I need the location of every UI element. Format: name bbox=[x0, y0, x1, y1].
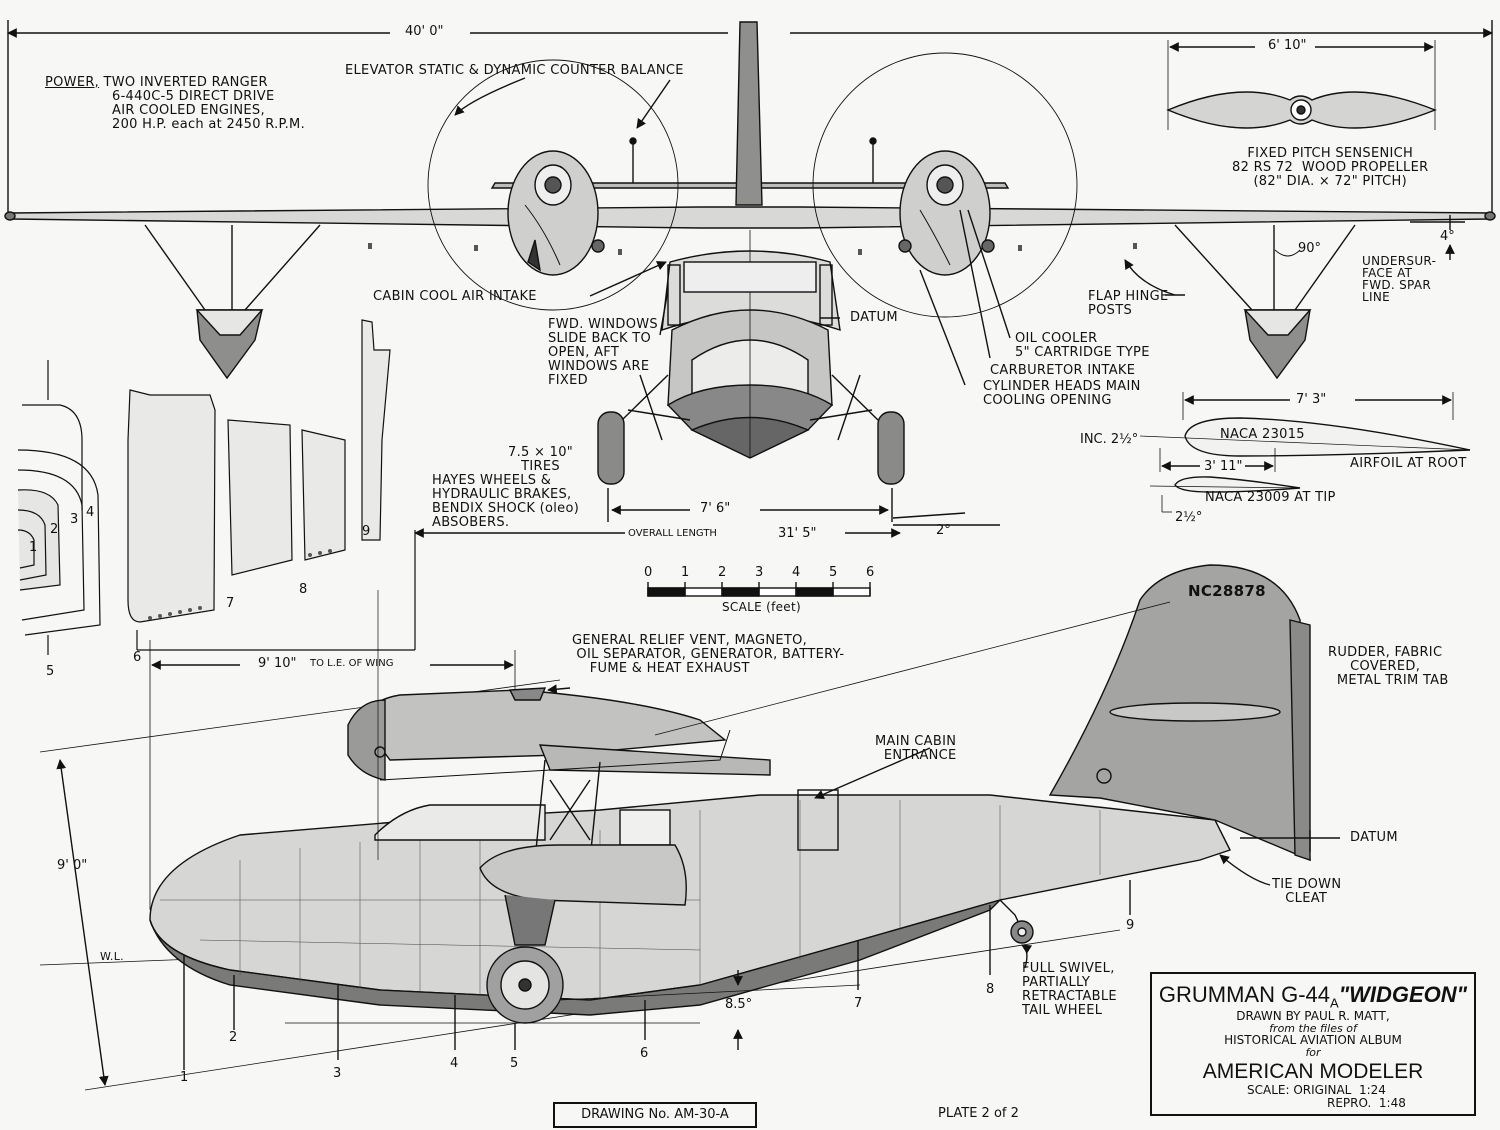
station-number-4: 4 bbox=[450, 1056, 459, 1071]
station-number-1: 1 bbox=[180, 1070, 189, 1085]
power-heading: POWER, bbox=[45, 75, 100, 90]
overall-length-label: OVERALL LENGTH bbox=[628, 528, 717, 539]
plate-number: PLATE 2 of 2 bbox=[938, 1106, 1019, 1121]
station-number-6: 6 bbox=[640, 1046, 649, 1061]
drawn-by: DRAWN BY PAUL R. MATT, bbox=[1236, 1009, 1390, 1024]
title-sub: A bbox=[1330, 995, 1339, 1011]
power-line3: AIR COOLED ENGINES, bbox=[112, 103, 265, 118]
scale-bar-graphic bbox=[647, 582, 871, 597]
station-number-3: 3 bbox=[333, 1066, 342, 1081]
scale-repro: REPRO. 1:48 bbox=[1327, 1096, 1406, 1111]
scale-tick-4: 4 bbox=[792, 565, 801, 580]
tie-down-label: TIE DOWN CLEAT bbox=[1272, 877, 1342, 906]
power-line1: TWO INVERTED RANGER bbox=[99, 75, 268, 90]
scale-label: SCALE (feet) bbox=[722, 600, 801, 614]
hull-cross-sections bbox=[17, 319, 416, 655]
front-datum-label: DATUM bbox=[850, 310, 898, 325]
section-number-7: 7 bbox=[226, 596, 235, 611]
elevator-balance-label: ELEVATOR STATIC & DYNAMIC COUNTER BALANC… bbox=[345, 63, 684, 78]
front-view bbox=[4, 20, 1496, 526]
cabin-entrance-label: MAIN CABIN ENTRANCE bbox=[875, 734, 957, 763]
title-name: "WIDGEON" bbox=[1338, 982, 1468, 1007]
wheels-label: HAYES WHEELS & HYDRAULIC BRAKES, BENDIX … bbox=[432, 473, 580, 530]
rudder-label: RUDDER, FABRIC COVERED, METAL TRIM TAB bbox=[1328, 645, 1449, 688]
section-number-5: 5 bbox=[46, 664, 55, 679]
registration-marking: NC28878 bbox=[1188, 582, 1266, 600]
station-number-2: 2 bbox=[229, 1030, 238, 1045]
tires-label: 7.5 × 10" TIRES bbox=[508, 445, 574, 474]
height-dimension: 9' 0" bbox=[57, 858, 88, 873]
to-le-dimension: 9' 10" bbox=[258, 656, 297, 671]
station-number-7: 7 bbox=[854, 996, 863, 1011]
scale-tick-0: 0 bbox=[644, 565, 653, 580]
scale-tick-3: 3 bbox=[755, 565, 764, 580]
section-number-6: 6 bbox=[133, 650, 142, 665]
undersurface-angle: 4° bbox=[1440, 229, 1455, 244]
tread-dimension: 7' 6" bbox=[700, 501, 731, 516]
cabin-cool-air-label: CABIN COOL AIR INTAKE bbox=[373, 289, 537, 304]
propeller-label: FIXED PITCH SENSENICH 82 RS 72 WOOD PROP… bbox=[1232, 146, 1429, 189]
incidence-label: INC. 2½° bbox=[1080, 432, 1139, 447]
relief-vent-label: GENERAL RELIEF VENT, MAGNETO, OIL SEPARA… bbox=[572, 633, 845, 676]
propeller-diameter-dimension: 6' 10" bbox=[1268, 38, 1307, 53]
power-spec: POWER, TWO INVERTED RANGER bbox=[45, 76, 268, 90]
album-name: HISTORICAL AVIATION ALBUM bbox=[1224, 1033, 1402, 1048]
station-number-5: 5 bbox=[510, 1056, 519, 1071]
drawing-number: DRAWING No. AM-30-A bbox=[553, 1102, 757, 1128]
station-number-9: 9 bbox=[1126, 918, 1135, 933]
power-line2: 6-440C-5 DIRECT DRIVE bbox=[112, 89, 275, 104]
section-number-3: 3 bbox=[70, 512, 79, 527]
from-files: from the files of bbox=[1269, 1022, 1357, 1036]
title-line: GRUMMAN G-44A"WIDGEON" bbox=[1152, 982, 1474, 1010]
tip-incidence-label: 2½° bbox=[1175, 510, 1203, 525]
for-label: for bbox=[1305, 1046, 1321, 1060]
section-number-4: 4 bbox=[86, 505, 95, 520]
hull-angle-dimension: 8.5° bbox=[725, 997, 753, 1012]
carburetor-label: CARBURETOR INTAKE bbox=[990, 363, 1136, 378]
tail-wheel-label: FULL SWIVEL, PARTIALLY RETRACTABLE TAIL … bbox=[1022, 961, 1117, 1018]
scale-original: SCALE: ORIGINAL 1:24 bbox=[1247, 1083, 1386, 1098]
side-datum-label: DATUM bbox=[1350, 830, 1398, 845]
flap-hinge-label: FLAP HINGE POSTS bbox=[1088, 289, 1169, 318]
scale-tick-1: 1 bbox=[681, 565, 690, 580]
power-line4: 200 H.P. each at 2450 R.P.M. bbox=[112, 117, 305, 132]
cylinder-heads-label: CYLINDER HEADS MAIN COOLING OPENING bbox=[983, 379, 1141, 408]
scale-tick-5: 5 bbox=[829, 565, 838, 580]
tip-chord-dimension: 3' 11" bbox=[1204, 459, 1243, 474]
naca-tip-label: NACA 23009 AT TIP bbox=[1205, 490, 1336, 505]
scale-tick-6: 6 bbox=[866, 565, 875, 580]
station-number-8: 8 bbox=[986, 982, 995, 997]
naca-root-label: NACA 23015 bbox=[1220, 427, 1305, 442]
root-chord-dimension: 7' 3" bbox=[1296, 392, 1327, 407]
title-block: GRUMMAN G-44A"WIDGEON" DRAWN BY PAUL R. … bbox=[1150, 972, 1476, 1116]
section-number-2: 2 bbox=[50, 522, 59, 537]
airfoil-root-label: AIRFOIL AT ROOT bbox=[1350, 456, 1467, 471]
oil-cooler-label: OIL COOLER 5" CARTRIDGE TYPE bbox=[1015, 331, 1150, 360]
waterline-label: W.L. bbox=[100, 950, 124, 963]
to-le-label: TO L.E. OF WING bbox=[310, 658, 394, 669]
scale-tick-2: 2 bbox=[718, 565, 727, 580]
span-dimension: 40' 0" bbox=[405, 24, 444, 39]
side-view bbox=[39, 528, 1340, 1091]
undersurface-label: UNDERSUR- FACE AT FWD. SPAR LINE bbox=[1362, 254, 1437, 304]
fwd-windows-label: FWD. WINDOWS SLIDE BACK TO OPEN, AFT WIN… bbox=[548, 317, 658, 388]
section-number-8: 8 bbox=[299, 582, 308, 597]
section-number-9: 9 bbox=[362, 524, 371, 539]
title-main: GRUMMAN G-44 bbox=[1158, 982, 1331, 1007]
strut-angle: 90° bbox=[1298, 241, 1322, 256]
overall-length-dimension: 31' 5" bbox=[778, 526, 817, 541]
section-number-1: 1 bbox=[29, 540, 38, 555]
magazine-name: AMERICAN MODELER bbox=[1202, 1060, 1424, 1084]
dihedral-dimension: 2° bbox=[936, 523, 951, 538]
